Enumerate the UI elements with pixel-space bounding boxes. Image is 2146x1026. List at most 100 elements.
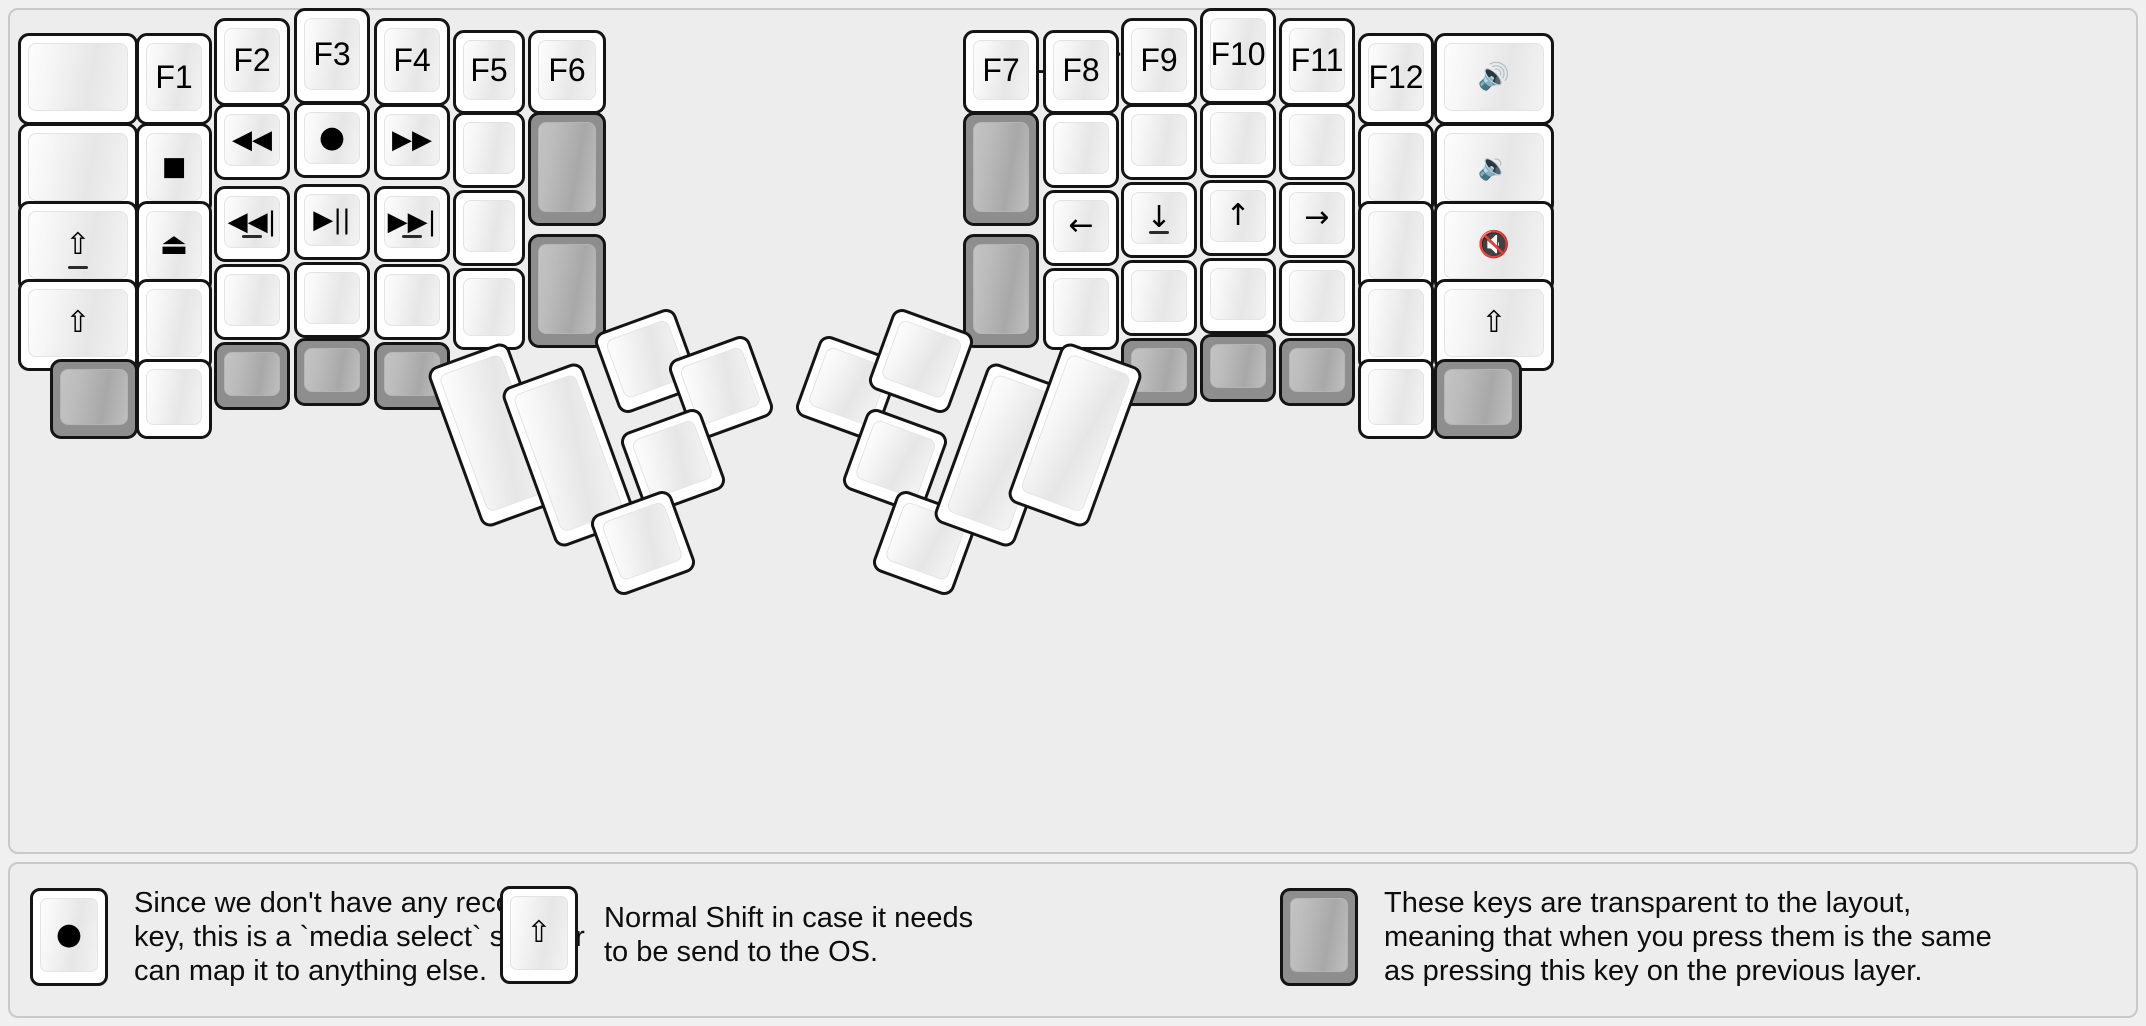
key-left-c3-r5[interactable] bbox=[214, 342, 290, 410]
key-left-c1-r3[interactable]: ⇧ bbox=[18, 201, 138, 293]
keycap-face bbox=[1210, 344, 1266, 388]
keycap-face: ◀◀ bbox=[224, 114, 280, 166]
previous-track-icon: ◀◀| bbox=[227, 207, 277, 237]
key-right-c5-r3[interactable]: → bbox=[1279, 182, 1355, 258]
key-right-c4-r4[interactable] bbox=[1200, 258, 1276, 334]
keycap-face: F5 bbox=[463, 40, 515, 100]
key-left-c5-r2[interactable]: ▶▶ bbox=[374, 104, 450, 180]
key-left-c3-f2[interactable]: F2 bbox=[214, 18, 290, 106]
caps-lock-icon: ⇧ bbox=[65, 227, 91, 262]
key-right-c1-r3[interactable] bbox=[963, 234, 1039, 348]
key-right-c7-shift[interactable]: ⇧ bbox=[1434, 279, 1554, 371]
volume-mute-icon: 🔇 bbox=[1477, 230, 1511, 260]
f10-key: F10 bbox=[1210, 36, 1266, 72]
key-right-c2-r3[interactable]: ← bbox=[1043, 190, 1119, 266]
key-right-c1-r2[interactable] bbox=[963, 112, 1039, 226]
key-left-c7-f6[interactable]: F6 bbox=[528, 30, 606, 114]
key-right-c2-f8[interactable]: F8 bbox=[1043, 30, 1119, 114]
key-right-c7-vol-up[interactable]: 🔊 bbox=[1434, 33, 1554, 125]
keycap-face bbox=[1368, 211, 1424, 279]
key-right-c4-r3[interactable]: ↑ bbox=[1200, 180, 1276, 256]
keycap-face: ⇧ bbox=[28, 289, 128, 357]
key-left-c3-r2[interactable]: ◀◀ bbox=[214, 104, 290, 180]
key-right-c5-r4[interactable] bbox=[1279, 260, 1355, 336]
f2-key: F2 bbox=[233, 42, 271, 78]
arrow-right-icon: → bbox=[1304, 200, 1330, 235]
volume-up-icon: 🔊 bbox=[1477, 62, 1511, 92]
shift-icon: ⇧ bbox=[1481, 305, 1507, 340]
key-right-c6-f12[interactable]: F12 bbox=[1358, 33, 1434, 125]
key-left-c1-r1[interactable] bbox=[18, 33, 138, 125]
key-left-c7-r2[interactable] bbox=[528, 112, 606, 226]
legend-key-record-dot-icon: ● bbox=[30, 888, 108, 987]
key-left-c5-f4[interactable]: F4 bbox=[374, 18, 450, 106]
key-right-c6-r3[interactable] bbox=[1358, 201, 1434, 293]
keycap-face bbox=[146, 369, 202, 425]
key-right-c5-f11[interactable]: F11 bbox=[1279, 18, 1355, 106]
key-left-c1-r2[interactable] bbox=[18, 123, 138, 215]
keycap-face bbox=[1053, 122, 1109, 174]
keycap-face: F10 bbox=[1210, 18, 1266, 90]
key-left-c4-r3[interactable]: ▶|| bbox=[294, 184, 370, 260]
key-right-c5-r5[interactable] bbox=[1279, 338, 1355, 406]
arrow-up-icon: ↑ bbox=[1225, 198, 1251, 233]
keycap-face: ⇧ bbox=[28, 211, 128, 279]
key-left-c6-r3[interactable] bbox=[453, 190, 525, 266]
keycap-face: F7 bbox=[973, 40, 1029, 100]
key-right-c5-r2[interactable] bbox=[1279, 104, 1355, 180]
key-left-c6-r2[interactable] bbox=[453, 112, 525, 188]
key-left-c3-r3[interactable]: ◀◀| bbox=[214, 186, 290, 262]
key-left-c3-r4[interactable] bbox=[214, 264, 290, 340]
key-left-c6-f5[interactable]: F5 bbox=[453, 30, 525, 114]
key-right-c2-r4[interactable] bbox=[1043, 268, 1119, 350]
legend-panel bbox=[8, 862, 2138, 1018]
keycap-face: F4 bbox=[384, 28, 440, 92]
key-right-c2-r2[interactable] bbox=[1043, 112, 1119, 188]
keycap-face bbox=[1368, 289, 1424, 357]
key-left-c4-r4[interactable] bbox=[294, 262, 370, 338]
key-right-c7-mute[interactable]: 🔇 bbox=[1434, 201, 1554, 293]
key-right-c3-f9[interactable]: F9 bbox=[1121, 18, 1197, 106]
keycap-face bbox=[1131, 270, 1187, 322]
fast-forward-icon: ▶▶ bbox=[392, 125, 432, 155]
keycap-face: ← bbox=[1053, 200, 1109, 252]
homing-bar-icon bbox=[1149, 231, 1169, 234]
keycap-face: ⏏ bbox=[146, 211, 202, 279]
key-right-c7-r5[interactable] bbox=[1434, 359, 1522, 439]
key-right-c4-r2[interactable] bbox=[1200, 102, 1276, 178]
key-right-c3-r4[interactable] bbox=[1121, 260, 1197, 336]
key-left-c5-r3[interactable]: ▶▶| bbox=[374, 186, 450, 262]
key-left-c2-r4[interactable] bbox=[136, 279, 212, 371]
key-left-c4-f3[interactable]: F3 bbox=[294, 8, 370, 104]
key-left-c5-r4[interactable] bbox=[374, 264, 450, 340]
key-left-c2-r5[interactable] bbox=[136, 359, 212, 439]
keycap-face bbox=[973, 244, 1029, 334]
homing-bar-icon bbox=[68, 266, 88, 269]
f12-key: F12 bbox=[1368, 59, 1424, 95]
key-right-c1-f7[interactable]: F7 bbox=[963, 30, 1039, 114]
key-left-c1-r5[interactable] bbox=[50, 359, 138, 439]
keycap-face: 🔊 bbox=[1444, 43, 1544, 111]
key-right-c6-r5[interactable] bbox=[1358, 359, 1434, 439]
keycap-face bbox=[304, 348, 360, 392]
key-left-c1-r4[interactable]: ⇧ bbox=[18, 279, 138, 371]
key-right-c3-r3[interactable]: ↓ bbox=[1121, 182, 1197, 258]
key-right-c6-r4[interactable] bbox=[1358, 279, 1434, 371]
keycap-face bbox=[1289, 270, 1345, 322]
keycap-face bbox=[973, 122, 1029, 212]
key-right-c3-r2[interactable] bbox=[1121, 104, 1197, 180]
key-right-c4-f10[interactable]: F10 bbox=[1200, 8, 1276, 104]
key-left-c7-r3[interactable] bbox=[528, 234, 606, 348]
keycap-face bbox=[1368, 133, 1424, 201]
next-track-icon: ▶▶| bbox=[387, 207, 437, 237]
key-left-c4-r2[interactable]: ● bbox=[294, 102, 370, 178]
key-left-c6-r4[interactable] bbox=[453, 268, 525, 350]
keycap-face: ■ bbox=[146, 133, 202, 201]
key-left-c2-f1[interactable]: F1 bbox=[136, 33, 212, 125]
key-right-c4-r5[interactable] bbox=[1200, 334, 1276, 402]
arrow-left-icon: ← bbox=[1068, 208, 1094, 243]
key-left-c4-r5[interactable] bbox=[294, 338, 370, 406]
key-right-c7-vol-down[interactable]: 🔉 bbox=[1434, 123, 1554, 215]
eject-icon: ⏏ bbox=[159, 227, 189, 262]
keycap-face: ⇧ bbox=[1444, 289, 1544, 357]
